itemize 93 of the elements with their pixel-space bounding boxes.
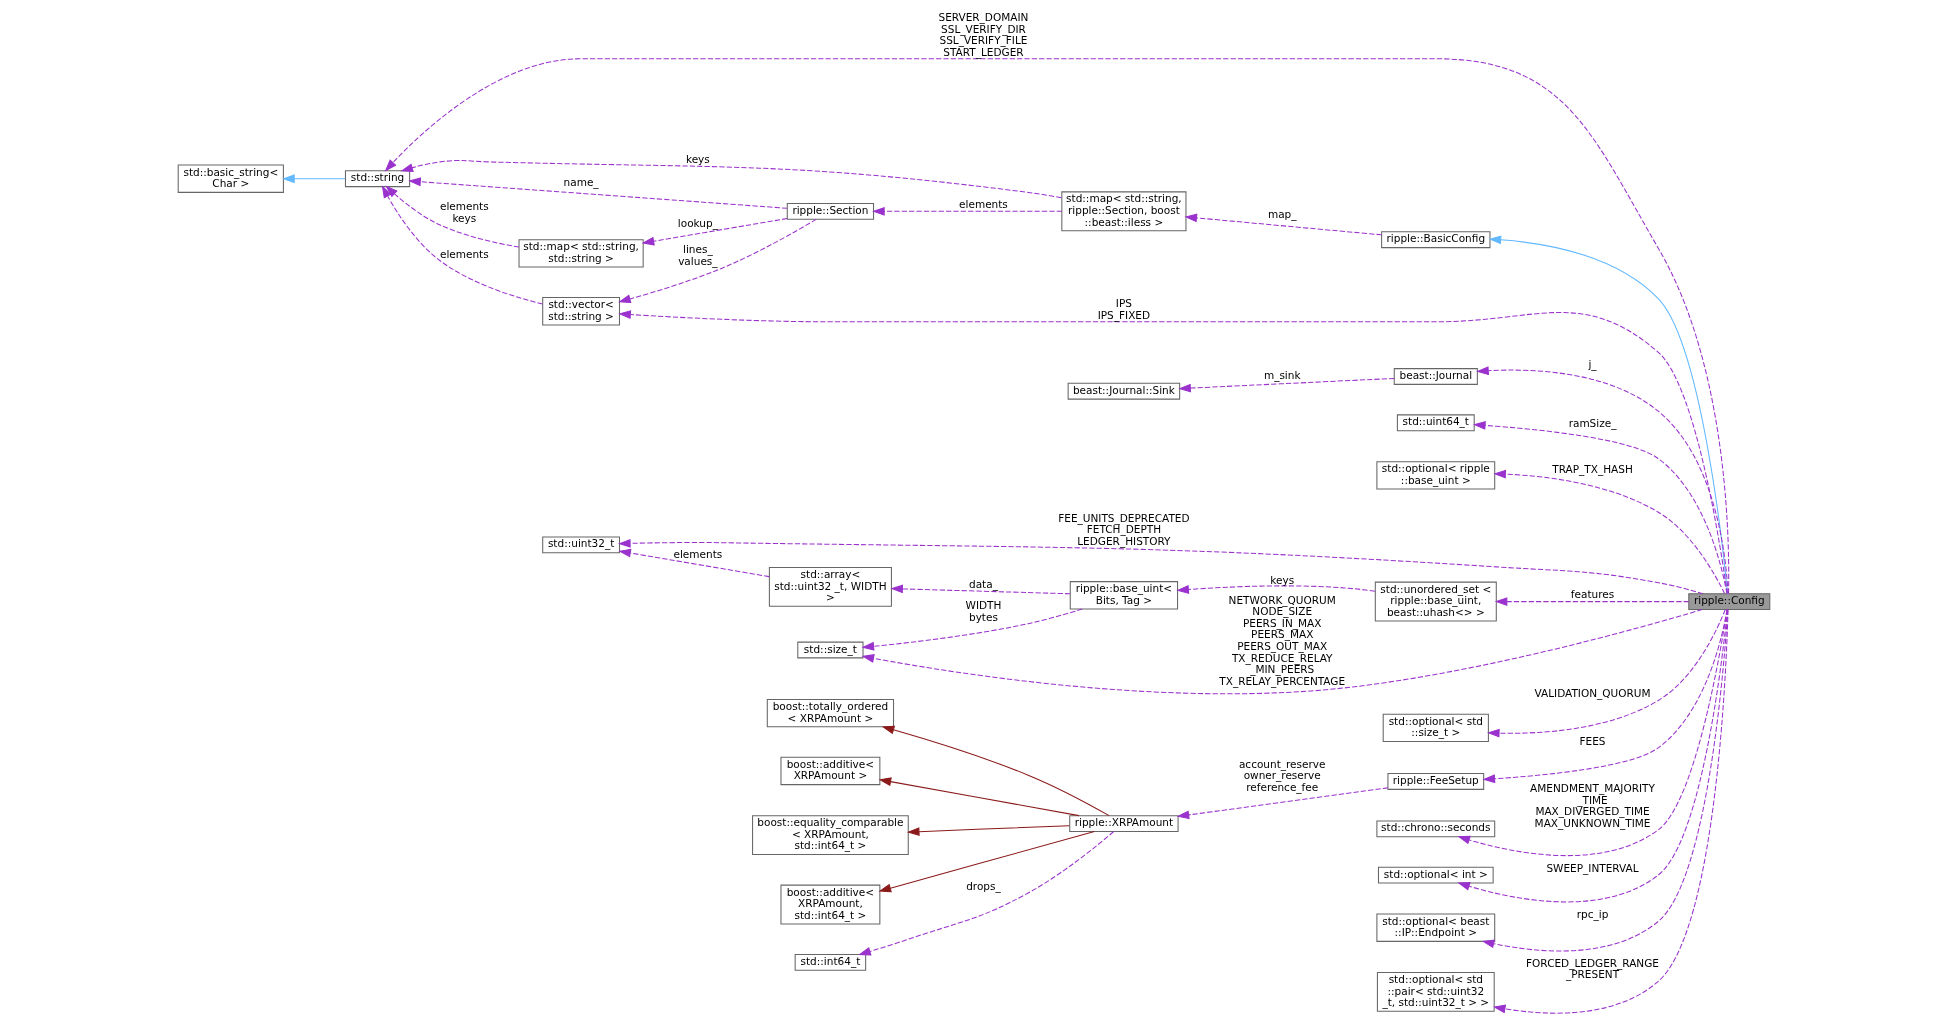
arrow <box>861 609 1703 695</box>
arrow <box>1494 597 1689 607</box>
edge-label: data_ <box>968 577 998 590</box>
arrow <box>861 608 1083 651</box>
edge-label: name_ <box>563 176 599 189</box>
node-box: std::uint32_t <box>541 536 620 554</box>
arrow <box>857 831 1114 956</box>
arrow <box>1481 609 1728 952</box>
node-box: std::optional< std ::pair< std::uint32 _t, std::uint32_t > > <box>1376 971 1495 1012</box>
edge-label: elements <box>958 198 1008 211</box>
edge-label: rpc_ip <box>1576 908 1608 921</box>
node-box: std::uint64_t <box>1396 414 1475 432</box>
edge-label: FEE_UNITS_DEPRECATED FETCH_DEPTH LEDGER_HISTORY <box>1057 511 1190 547</box>
edge-label: lookup_ <box>677 217 718 230</box>
arrow <box>407 177 787 209</box>
arrow <box>1183 213 1382 236</box>
arrow <box>1475 366 1729 594</box>
edge-label: lines_ values_ <box>677 243 718 267</box>
node-box: std::int64_t <box>794 954 866 971</box>
node-box: beast::Journal <box>1393 368 1478 385</box>
arrow <box>617 218 817 304</box>
node-box: std::optional< int > <box>1377 866 1494 884</box>
arrow <box>617 548 770 578</box>
edge-label: features <box>1570 588 1614 601</box>
arrow <box>1486 609 1726 738</box>
arrow <box>617 310 1728 595</box>
arrow <box>381 185 543 305</box>
edge-label: elements <box>439 247 489 260</box>
edge-label: drops_ <box>965 879 1001 892</box>
arrow <box>1481 609 1728 784</box>
arrow <box>641 218 788 246</box>
node-box: std::map< std::string, ripple::Section, boost ::beast::iless > <box>1060 191 1186 232</box>
arrow <box>1176 787 1388 820</box>
arrow <box>871 206 1062 216</box>
node-box: ripple::BasicConfig <box>1380 231 1490 249</box>
edge-label: elements <box>672 548 722 561</box>
arrow <box>1488 235 1728 595</box>
node-box: std::string <box>344 170 410 188</box>
arrow <box>281 174 346 184</box>
node-box: ripple::XRPAmount <box>1068 815 1179 832</box>
node-box: std::optional< ripple ::base_uint > <box>1375 461 1495 490</box>
edge-label: TRAP_TX_HASH <box>1551 463 1633 476</box>
node-box: std::unordered_set < ripple::base_uint, beast::uhash<> > <box>1374 581 1497 622</box>
edge-label: SWEEP_INTERVAL <box>1545 861 1639 874</box>
arrow <box>1177 377 1395 393</box>
edge-label: IPS IPS_FIXED <box>1097 297 1150 321</box>
node-box: boost::additive< XRPAmount, std::int64_t > <box>779 884 880 925</box>
arrow <box>1175 585 1375 594</box>
node-box: std::map< std::string, std::string > <box>518 239 644 268</box>
edge-label: m_sink <box>1263 368 1301 381</box>
arrow <box>1456 609 1728 857</box>
arrow <box>384 185 520 248</box>
arrow <box>1472 421 1727 594</box>
arrow <box>878 830 1095 893</box>
node-box: ripple::FeeSetup <box>1386 773 1484 790</box>
arrow <box>1492 469 1725 595</box>
node-box: boost::equality_comparable < XRPAmount, std::int64_t > <box>751 815 909 856</box>
arrow <box>906 825 1070 837</box>
arrow <box>399 159 1062 199</box>
edge-label: map_ <box>1267 207 1297 220</box>
node-box: ripple::Config <box>1687 593 1770 610</box>
edge-label: j_ <box>1587 358 1597 371</box>
arrow <box>881 725 1110 817</box>
node-box: boost::additive< XRPAmount > <box>779 756 880 786</box>
arrow <box>889 584 1071 595</box>
node-box: std::basic_string< Char > <box>177 164 284 193</box>
node-box: std::size_t <box>796 641 864 659</box>
edge-label: NETWORK_QUORUM NODE_SIZE PEERS_IN_MAX PEERS_MAX PEERS_OUT_MAX TX_REDUCE_RELAY _MIN_PEERS TX_RELAY_PERCENTAGE <box>1218 593 1345 687</box>
edge-label: FORCED_LEDGER_RANGE _PRESENT <box>1525 956 1659 981</box>
node-box: beast::Journal::Sink <box>1067 382 1180 400</box>
node-box: std::array< std::uint32 _t, WIDTH > <box>768 566 892 607</box>
node-box: ripple::Section <box>786 202 874 220</box>
node-box: ripple::base_uint< Bits, Tag > <box>1069 581 1178 610</box>
node-box: std::optional< std ::size_t > <box>1382 713 1489 743</box>
edge-label: WIDTH bytes <box>965 598 1001 623</box>
arrow <box>1492 609 1729 1014</box>
node-box: std::optional< beast ::IP::Endpoint > <box>1375 913 1495 942</box>
arrow <box>1456 609 1728 903</box>
edge-label: keys <box>685 152 710 165</box>
edge-label: account_reserve owner_reserve reference_fee <box>1238 757 1325 793</box>
edge-label: SERVER_DOMAIN SSL_VERIFY_DIR SSL_VERIFY_FILE START_LEDGER <box>938 10 1028 58</box>
edge-label: keys <box>1269 573 1294 586</box>
edge-label: elements keys <box>439 200 489 224</box>
edge-label: AMENDMENT_MAJORITY _TIME MAX_DIVERGED_TIME MAX_UNKNOWN_TIME <box>1529 782 1655 829</box>
node-box: std::vector< std::string > <box>541 297 620 326</box>
edge-label: FEES <box>1579 734 1606 747</box>
node-box: boost::totally_ordered < XRPAmount > <box>766 698 894 728</box>
arrow <box>384 58 1729 594</box>
arrow <box>878 777 1079 817</box>
edge-label: ramSize_ <box>1568 416 1616 429</box>
arrow <box>617 538 1703 595</box>
edge-label: VALIDATION_QUORUM <box>1534 687 1651 700</box>
node-box: std::chrono::seconds <box>1375 820 1495 838</box>
